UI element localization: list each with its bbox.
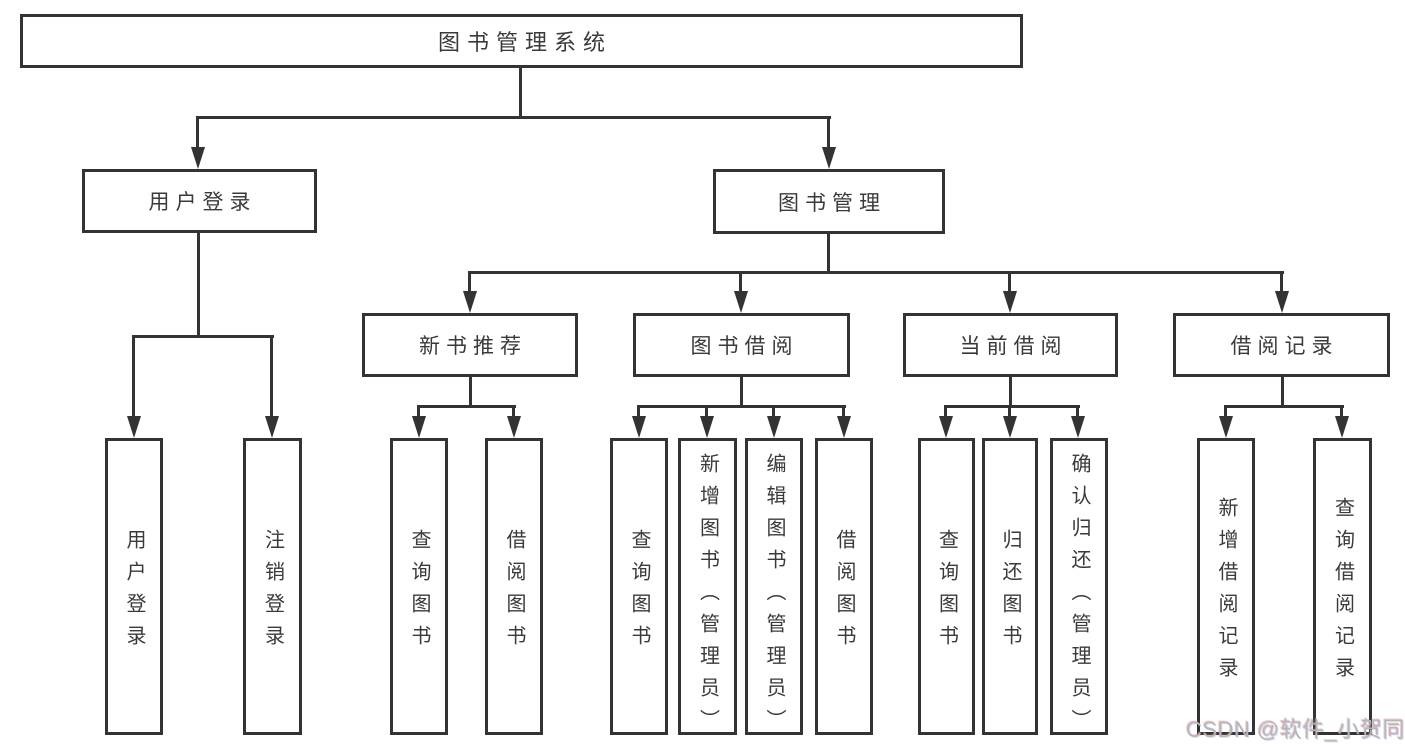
arrow-down-icon xyxy=(463,291,477,313)
edge-line xyxy=(1008,405,1011,418)
leaf-records-add-borrow-record: 新增借阅记录 xyxy=(1197,438,1255,735)
arrow-down-icon xyxy=(507,416,521,438)
node-book-borrowing: 图书借阅 xyxy=(633,313,850,377)
arrow-down-icon xyxy=(1071,416,1085,438)
node-user-login: 用户登录 xyxy=(82,169,317,233)
arrow-down-icon xyxy=(700,416,714,438)
node-new-book-recommendation: 新书推荐 xyxy=(362,313,578,377)
edge-line xyxy=(842,405,845,418)
leaf-borrowing-add-books-admin: 新增图书（管理员） xyxy=(678,438,737,741)
edge-line xyxy=(740,377,743,407)
leaf-newbooks-query-books: 查询图书 xyxy=(390,438,448,735)
arrow-down-icon xyxy=(1335,416,1349,438)
leaf-current-return-books: 归还图书 xyxy=(982,438,1038,735)
edge-line xyxy=(1281,377,1284,407)
edge-line xyxy=(1008,271,1011,293)
arrow-down-icon xyxy=(837,416,851,438)
edge-line xyxy=(196,116,199,149)
node-library-management-system: 图书管理系统 xyxy=(20,14,1023,68)
arrow-down-icon xyxy=(1219,416,1233,438)
edge-line xyxy=(1009,377,1012,407)
arrow-down-icon xyxy=(939,416,953,438)
edge-line xyxy=(944,405,947,418)
edge-line xyxy=(417,405,420,418)
arrow-down-icon xyxy=(822,147,836,169)
edge-line xyxy=(512,405,515,418)
leaf-borrowing-edit-books-admin: 编辑图书（管理员） xyxy=(745,438,803,741)
edge-line xyxy=(197,116,831,119)
edge-line xyxy=(133,335,274,338)
edge-line xyxy=(1076,405,1079,418)
arrow-down-icon xyxy=(767,416,781,438)
leaf-borrowing-query-books: 查询图书 xyxy=(610,438,668,735)
arrow-down-icon xyxy=(265,416,279,438)
arrow-down-icon xyxy=(1003,416,1017,438)
edge-line xyxy=(418,405,516,408)
node-borrowing-records: 借阅记录 xyxy=(1173,313,1390,377)
edge-line xyxy=(270,335,273,418)
edge-line xyxy=(945,405,1080,408)
edge-line xyxy=(468,271,471,293)
leaf-logout-login: 注销登录 xyxy=(243,438,302,735)
csdn-watermark: CSDN @软件_小贺同学 xyxy=(1186,717,1405,742)
arrow-down-icon xyxy=(1275,291,1289,313)
arrow-down-icon xyxy=(632,416,646,438)
leaf-current-confirm-return-admin: 确认归还（管理员） xyxy=(1050,438,1108,741)
arrow-down-icon xyxy=(734,291,748,313)
leaf-user-login: 用户登录 xyxy=(105,438,163,735)
edge-line xyxy=(705,405,708,418)
edge-line xyxy=(197,233,200,337)
edge-line xyxy=(772,405,775,418)
leaf-records-query-borrow-record: 查询借阅记录 xyxy=(1313,438,1372,735)
edge-line xyxy=(469,271,1284,274)
arrow-down-icon xyxy=(127,416,141,438)
edge-line xyxy=(827,116,830,149)
edge-line xyxy=(739,271,742,293)
edge-line xyxy=(637,405,640,418)
edge-line xyxy=(827,234,830,273)
edge-line xyxy=(1224,405,1227,418)
leaf-newbooks-borrow-books: 借阅图书 xyxy=(485,438,543,735)
edge-line xyxy=(1225,405,1344,408)
edge-line xyxy=(1280,271,1283,293)
arrow-down-icon xyxy=(1003,291,1017,313)
arrow-down-icon xyxy=(412,416,426,438)
leaf-borrowing-borrow-books: 借阅图书 xyxy=(815,438,873,735)
edge-line xyxy=(519,68,522,118)
leaf-current-query-books: 查询图书 xyxy=(918,438,975,735)
node-current-borrowing: 当前借阅 xyxy=(903,313,1118,377)
edge-line xyxy=(638,405,846,408)
node-book-management: 图书管理 xyxy=(713,169,945,234)
edge-line xyxy=(469,377,472,407)
arrow-down-icon xyxy=(191,147,205,169)
edge-line xyxy=(132,335,135,418)
edge-line xyxy=(1340,405,1343,418)
